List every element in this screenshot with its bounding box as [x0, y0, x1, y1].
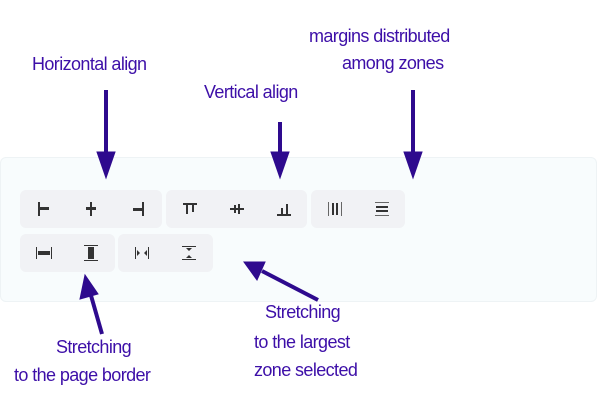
- arrow-down-icon: [403, 90, 423, 180]
- arrow-up-left-icon: [243, 261, 319, 302]
- stretch-width-largest-icon: [134, 247, 149, 259]
- arrow-down-icon: [270, 122, 290, 180]
- stretch-height-page-icon: [83, 245, 98, 261]
- align-middle-vertical-icon: [229, 204, 244, 214]
- align-center-horizontal-icon: [85, 202, 96, 216]
- stretch-zone-label-line3: zone selected: [254, 360, 358, 380]
- vertical-align-group: [166, 190, 307, 228]
- align-left-button[interactable]: [20, 190, 67, 228]
- distribute-vertical-button[interactable]: [358, 190, 405, 228]
- align-top-button[interactable]: [166, 190, 213, 228]
- distribute-horizontal-icon: [327, 202, 342, 216]
- arrow-up-icon: [79, 273, 104, 335]
- horizontal-align-group: [20, 190, 162, 228]
- stretch-zone-label-line2: to the largest: [254, 332, 350, 352]
- margins-label-line1: margins distributed: [309, 26, 450, 46]
- align-top-icon: [182, 203, 197, 214]
- vertical-align-label: Vertical align: [204, 82, 298, 102]
- stretch-largest-group: [118, 234, 213, 272]
- stretch-height-largest-icon: [181, 246, 196, 260]
- stretch-height-largest-button[interactable]: [165, 234, 212, 272]
- align-bottom-button[interactable]: [260, 190, 307, 228]
- stretch-page-label-line2: to the page border: [14, 365, 151, 385]
- distribute-group: [311, 190, 405, 228]
- distribute-vertical-icon: [374, 202, 389, 216]
- stretch-page-label-line1: Stretching: [56, 337, 132, 357]
- align-center-horizontal-button[interactable]: [67, 190, 114, 228]
- stretch-width-page-icon: [35, 247, 52, 259]
- align-middle-vertical-button[interactable]: [213, 190, 260, 228]
- align-left-icon: [37, 202, 49, 216]
- margins-label-line2: among zones: [342, 53, 444, 73]
- distribute-horizontal-button[interactable]: [311, 190, 358, 228]
- layout-toolbar-panel: [0, 157, 597, 302]
- align-right-button[interactable]: [114, 190, 161, 228]
- stretch-width-largest-button[interactable]: [118, 234, 165, 272]
- stretch-zone-label-line1: Stretching: [265, 302, 341, 322]
- align-right-icon: [132, 202, 144, 216]
- horizontal-align-label: Horizontal align: [32, 54, 147, 74]
- arrow-down-icon: [96, 90, 116, 180]
- stretch-width-page-button[interactable]: [20, 234, 67, 272]
- stretch-height-page-button[interactable]: [67, 234, 114, 272]
- align-bottom-icon: [276, 204, 291, 216]
- stretch-page-group: [20, 234, 115, 272]
